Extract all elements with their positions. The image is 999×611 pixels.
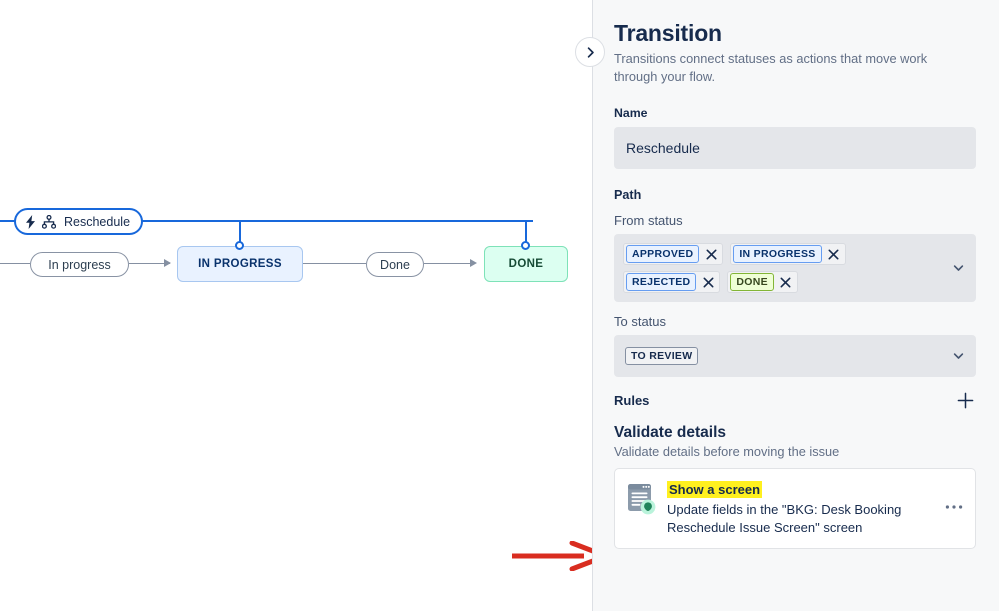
status-chip[interactable]: TO REVIEW <box>623 345 699 367</box>
connector-line <box>0 263 30 265</box>
page-subtitle: Transitions connect statuses as actions … <box>614 51 928 85</box>
chevron-down-icon[interactable] <box>952 262 965 275</box>
rules-header: Rules <box>614 389 976 411</box>
chevron-right-icon <box>585 46 596 58</box>
workflow-canvas[interactable]: IN PROGRESS DONE In progress Done <box>0 0 592 611</box>
plus-icon <box>956 391 975 410</box>
rule-card-description: Update fields in the "BKG: Desk Booking … <box>667 502 902 535</box>
status-chip[interactable]: IN PROGRESS <box>730 243 846 266</box>
rules-heading: Rules <box>614 392 650 408</box>
rule-card-show-a-screen[interactable]: Show a screen Update fields in the "BKG:… <box>614 468 976 550</box>
status-chip-label: DONE <box>730 273 774 292</box>
status-chip-label: IN PROGRESS <box>733 245 822 264</box>
selected-route-line <box>128 220 533 222</box>
transition-pill-in-progress[interactable]: In progress <box>30 252 129 277</box>
close-icon[interactable] <box>704 247 718 261</box>
green-check-badge-icon <box>640 499 656 515</box>
transition-pill-done[interactable]: Done <box>366 252 424 277</box>
transition-details-panel: Transition Transitions connect statuses … <box>592 0 999 611</box>
rule-group-title: Validate details <box>614 424 726 442</box>
lightning-bolt-icon <box>25 214 37 229</box>
close-icon[interactable] <box>779 275 793 289</box>
more-horizontal-icon <box>945 504 963 510</box>
status-chip-label: REJECTED <box>626 273 697 292</box>
rule-card-name: Show a screen <box>667 481 763 499</box>
status-node-done[interactable]: DONE <box>484 246 568 282</box>
transition-pill-label: Done <box>380 257 410 272</box>
chevron-down-icon[interactable] <box>952 350 965 363</box>
panel-collapse-button[interactable] <box>575 37 605 67</box>
transition-pill-label: In progress <box>48 257 111 272</box>
to-status-select[interactable]: TO REVIEW <box>614 335 976 378</box>
workflow-nodes-icon <box>42 214 56 229</box>
status-chip-label: TO REVIEW <box>625 347 699 366</box>
connector-arrowhead <box>164 259 171 267</box>
to-status-label: To status <box>614 314 667 330</box>
from-status-select[interactable]: APPROVED IN PROGRESS REJECTED DONE <box>614 234 976 303</box>
status-node-label: DONE <box>508 258 544 270</box>
selected-route-line <box>239 220 241 246</box>
status-chip[interactable]: REJECTED <box>623 271 721 294</box>
status-chip[interactable]: APPROVED <box>623 243 724 266</box>
name-input[interactable]: Reschedule <box>614 127 976 170</box>
node-anchor-dot[interactable] <box>521 241 530 250</box>
connector-arrowhead <box>470 259 477 267</box>
selected-route-line <box>525 220 527 246</box>
panel-divider <box>592 0 593 611</box>
rule-card-more-button[interactable] <box>944 497 964 517</box>
red-annotation-arrow <box>512 541 592 571</box>
name-label: Name <box>614 106 648 121</box>
name-input-value: Reschedule <box>626 140 700 157</box>
rule-group-subtitle: Validate details before moving the issue <box>614 444 840 460</box>
rule-card-body: Show a screen Update fields in the "BKG:… <box>667 481 934 536</box>
from-status-label: From status <box>614 213 683 229</box>
selected-route-line <box>0 220 16 222</box>
status-node-in-progress[interactable]: IN PROGRESS <box>177 246 303 282</box>
status-node-label: IN PROGRESS <box>198 258 282 270</box>
close-icon[interactable] <box>827 247 841 261</box>
page-title: Transition <box>614 20 722 46</box>
status-chip-label: APPROVED <box>626 245 700 264</box>
screen-document-icon <box>627 483 657 520</box>
add-rule-button[interactable] <box>954 389 976 411</box>
node-anchor-dot[interactable] <box>235 241 244 250</box>
path-heading: Path <box>614 188 642 203</box>
selected-transition-label: Reschedule <box>64 214 131 229</box>
status-chip[interactable]: DONE <box>727 271 798 294</box>
transition-pill-reschedule-selected[interactable]: Reschedule <box>14 208 144 235</box>
connector-line <box>424 263 473 265</box>
connector-line <box>303 263 366 265</box>
close-icon[interactable] <box>701 275 715 289</box>
connector-line <box>129 263 170 265</box>
